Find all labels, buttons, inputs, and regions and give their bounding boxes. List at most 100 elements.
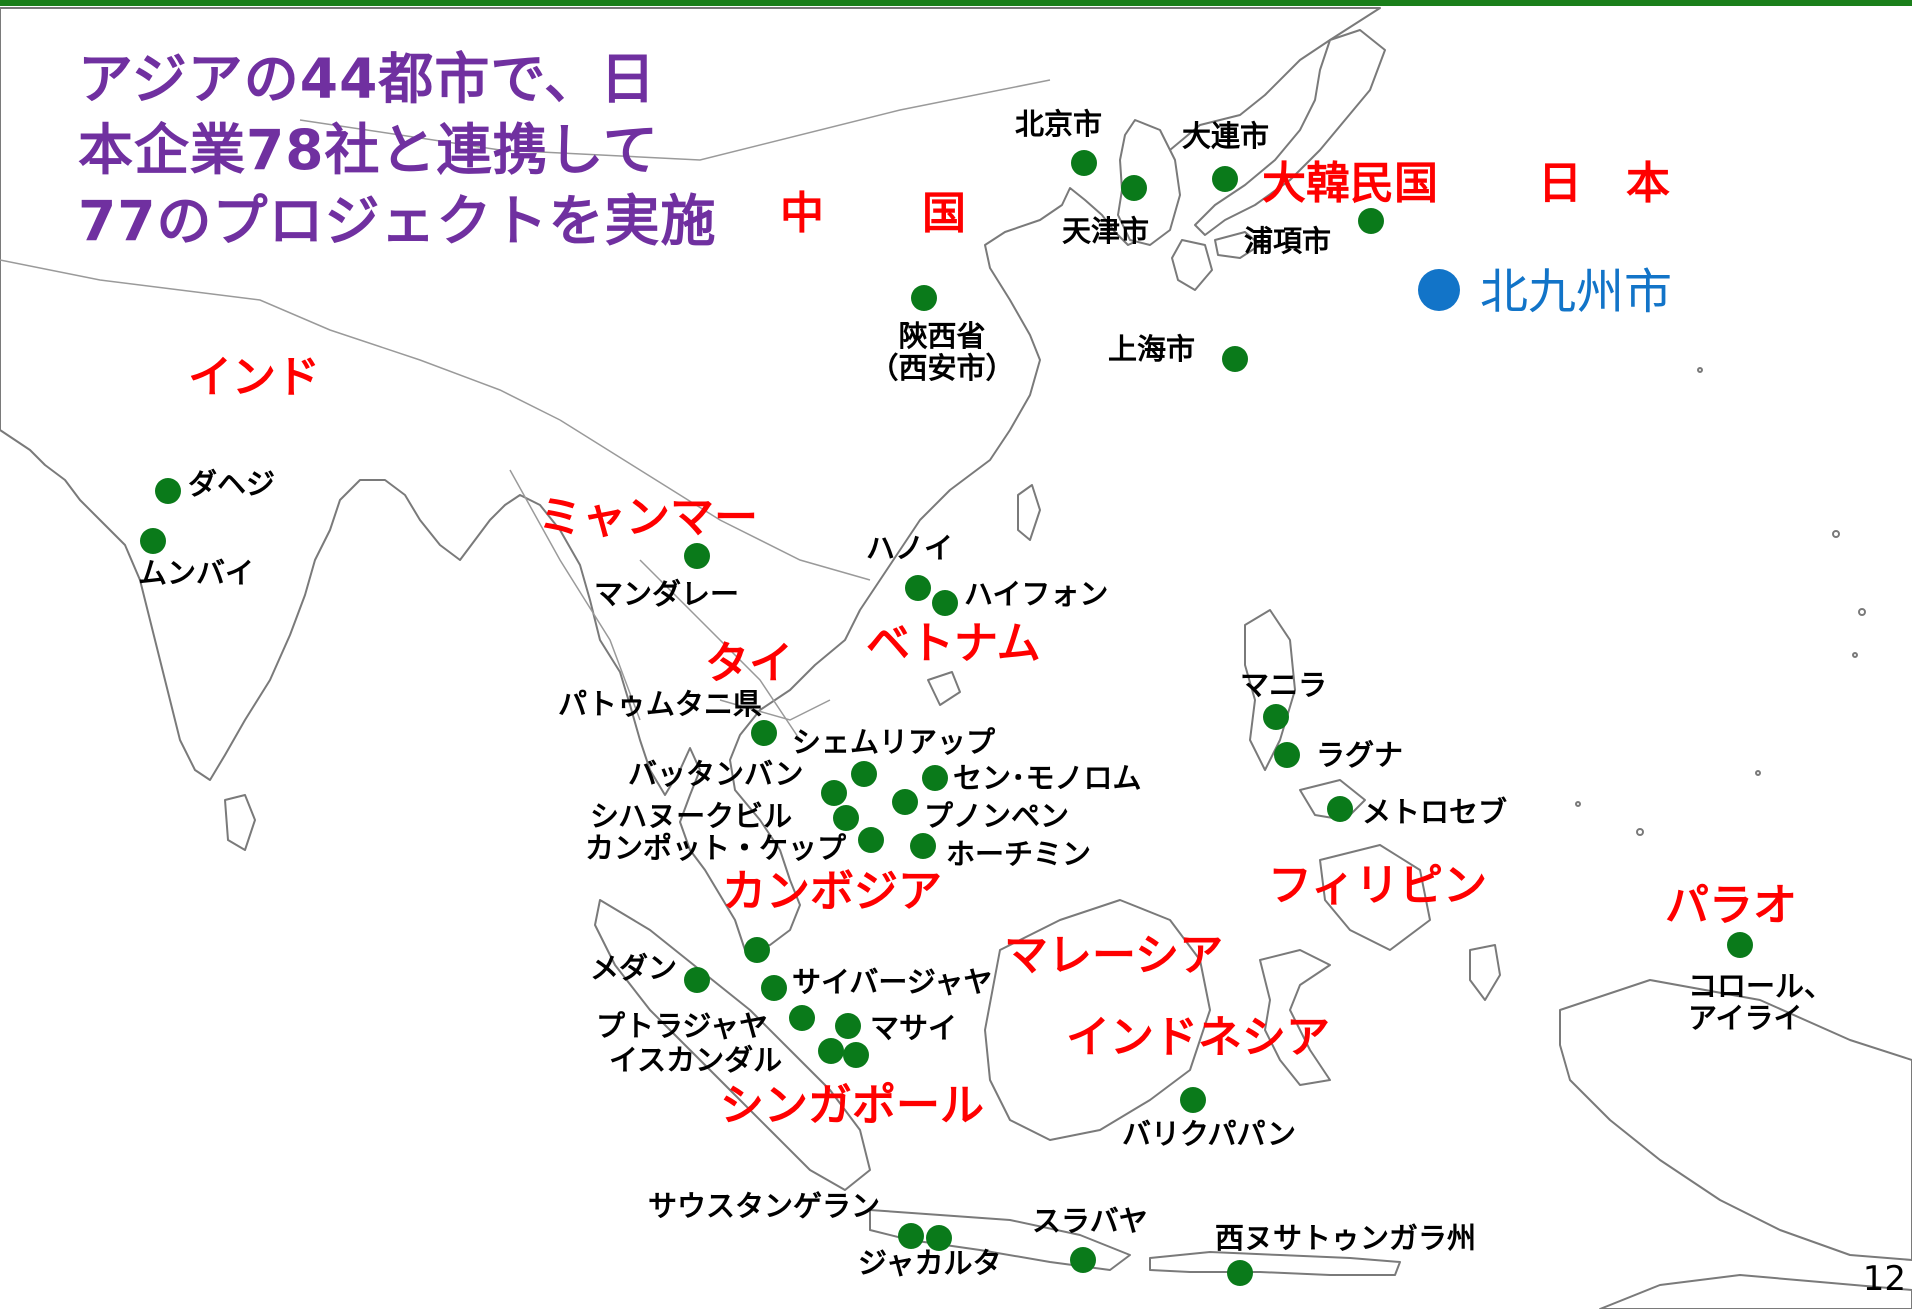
city-dot-battambang [821,780,847,806]
sumatra-island [594,899,871,1191]
country-label-indonesia: インドネシア [1066,1012,1330,1063]
city-label-putrajaya: プトラジャヤ [596,1009,768,1043]
city-dot-dalian [1212,166,1238,192]
city-label-laguna: ラグナ [1316,738,1404,772]
asia-mainland [0,7,1381,951]
city-label-shanghai: 上海市 [1108,332,1196,366]
city-label-koror-line-2: アイライ [1688,1001,1803,1036]
japan-honshu [1194,29,1386,236]
sri-lanka-island [224,794,256,851]
city-label-sihanoukville: シハヌークビル [590,799,793,833]
city-dot-sen-monorom [922,765,948,791]
city-dot-metro-cebu [1327,796,1353,822]
city-label-masai: マサイ [870,1011,958,1045]
city-dot-cyberjaya [761,975,787,1001]
country-label-vietnam: ベトナム [866,618,1041,669]
city-label-surabaya: スラバヤ [1032,1204,1148,1238]
country-label-thailand: タイ [705,638,793,689]
country-label-china-2: 国 [922,188,966,239]
border-china-vietnam [559,419,871,581]
city-dot-laguna [1274,742,1300,768]
country-label-palau: パラオ [1665,880,1797,931]
city-dot-hanoi [905,575,931,601]
pacific-island-3 [1858,608,1866,616]
city-label-balikpapan: バリクパパン [1122,1117,1297,1151]
country-label-japan: 日 本 [1538,158,1670,209]
city-dot-pohang [1358,208,1384,234]
city-label-jakarta: ジャカルタ [858,1246,1002,1280]
city-dot-shaanxi [911,285,937,311]
city-dot-kampot-kep [858,827,884,853]
pacific-island-5 [1636,828,1644,836]
country-label-singapore: シンガポール [720,1080,984,1131]
city-dot-manila [1263,704,1289,730]
city-label-sen-monorom: セン･モノロム [953,761,1142,795]
korea-peninsula [1117,119,1181,246]
new-guinea-island [1559,979,1912,1261]
country-label-malaysia: マレーシア [1004,930,1224,981]
city-dot-jakarta [926,1225,952,1251]
lesser-sunda-islands [1149,1251,1401,1276]
country-label-philippines: フィリピン [1268,860,1488,911]
japan-shikoku [1214,231,1261,259]
japan-kyushu [1171,239,1213,291]
city-dot-mandalay [684,543,710,569]
border-thailand-cambodia [719,699,831,721]
country-label-india: インド [188,352,320,403]
taiwan-island [1017,484,1041,541]
city-label-haiphong: ハイフォン [964,577,1109,611]
mindanao-island [1319,844,1431,951]
country-label-china-1: 中 [780,188,824,239]
pacific-island-2 [1832,530,1840,538]
headline: アジアの44都市で、日 本企業78社と連携して 77のプロジェクトを実施 [78,44,717,257]
city-dot-west-nusa-tenggara [1227,1260,1253,1286]
headline-line-3: 77のプロジェクトを実施 [78,189,717,253]
city-label-mumbai: ムンバイ [138,556,255,590]
city-dot-dahej [155,478,181,504]
city-label-siem-reap: シェムリアップ [792,725,996,759]
city-label-koror-line-1: コロール、 [1688,969,1834,1003]
pacific-island-6 [1755,770,1761,776]
city-label-koror: コロール、 アイライ [1688,970,1833,1035]
city-label-pathum-thani: パトゥムタニ県 [558,687,762,721]
country-label-cambodia: カンボジア [722,866,942,917]
city-dot-siem-reap [851,761,877,787]
country-label-myanmar: ミャンマー [538,492,758,543]
city-dot-sihanoukville [833,805,859,831]
headline-line-1: アジアの44都市で、日 [78,47,657,111]
city-label-medan: メダン [590,951,678,985]
city-label-west-nusa-tenggara: 西ヌサトゥンガラ州 [1215,1221,1477,1255]
city-dot-surabaya [1070,1247,1096,1273]
page-number: 12 [1862,1259,1906,1299]
city-label-shaanxi-line-2: （西安市） [869,351,1015,386]
luzon-island [1244,609,1296,771]
moluccas-islands [1469,944,1501,1001]
city-dot-balikpapan [1180,1087,1206,1113]
city-label-shaanxi: 陝西省 （西安市） [862,320,1022,385]
city-label-ho-chi-minh: ホーチミン [946,837,1092,871]
city-label-beijing: 北京市 [1015,107,1103,141]
city-dot-south-tangerang [898,1223,924,1249]
city-dot-iskandar-1 [818,1038,844,1064]
top-accent-bar [0,0,1912,6]
city-label-tianjin: 天津市 [1062,214,1150,248]
city-label-hanoi: ハノイ [866,531,954,565]
city-label-iskandar: イスカンダル [609,1043,783,1077]
pacific-island-1 [1697,367,1703,373]
city-dot-medan [684,967,710,993]
city-label-south-tangerang: サウスタンゲラン [648,1189,881,1223]
city-dot-mumbai [140,528,166,554]
sulawesi-island [1259,949,1331,1086]
city-label-pohang: 浦項市 [1244,224,1332,258]
borneo-island [984,899,1211,1141]
city-dot-ho-chi-minh [910,833,936,859]
home-city-label: 北九州市 [1480,264,1673,320]
headline-line-2: 本企業78社と連携して [78,118,659,182]
city-dot-beijing [1071,150,1097,176]
city-dot-putrajaya [789,1005,815,1031]
city-dot-tianjin [1121,175,1147,201]
border-indochina [639,559,801,741]
pacific-island-7 [1575,801,1581,807]
city-dot-masai [835,1013,861,1039]
border-india-china [0,259,561,421]
